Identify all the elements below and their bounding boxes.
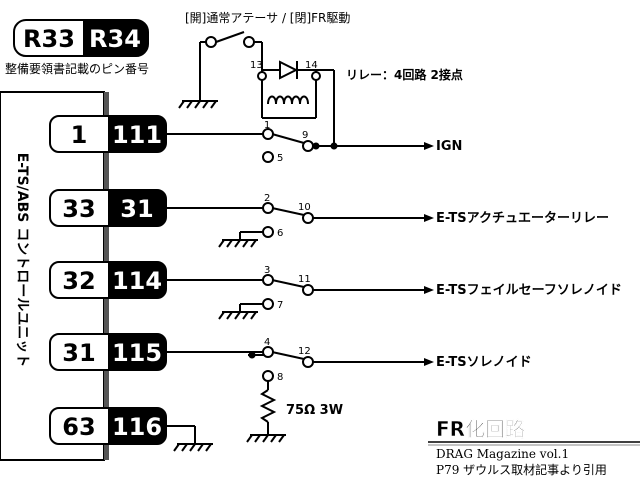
terminal-label-3: 3 <box>264 265 270 276</box>
relay-coil-icon <box>267 95 309 105</box>
switch-terminal <box>243 36 255 48</box>
footer-title: FR化回路 <box>436 417 526 441</box>
terminal-3 <box>262 274 274 286</box>
terminal-1 <box>262 128 274 140</box>
terminal-label-13: 13 <box>250 60 263 71</box>
pin-box-5: 63 116 <box>49 407 167 445</box>
pin-r34-116: 116 <box>112 413 162 441</box>
terminal-13 <box>257 71 267 81</box>
terminal-label-9: 9 <box>302 130 308 141</box>
diode-icon <box>279 60 299 80</box>
output-ign: IGN <box>436 139 462 154</box>
terminal-2 <box>262 202 274 214</box>
ground-icon <box>218 311 258 320</box>
output-ets-solenoid: E-TSソレノイド <box>436 355 532 370</box>
switch-terminal <box>205 36 217 48</box>
wires <box>166 31 424 444</box>
resistor-label: 75Ω 3W <box>286 403 343 418</box>
pin-r33-63: 63 <box>62 413 95 441</box>
terminal-label-6: 6 <box>277 228 283 239</box>
terminal-label-14: 14 <box>305 60 318 71</box>
control-unit-label: E-TS/ABS コントロールユニット <box>14 153 30 368</box>
pin-number-caption: 整備要領書記載のピン番号 <box>5 61 149 76</box>
relay-terminals <box>205 36 321 382</box>
ground-symbols <box>173 100 286 452</box>
terminal-label-5: 5 <box>277 153 283 164</box>
terminal-5 <box>262 151 274 163</box>
pin-r33-32: 32 <box>62 267 95 295</box>
badge-r34: R34 <box>89 25 141 53</box>
ground-icon <box>173 443 213 452</box>
terminal-label-1: 1 <box>264 120 270 131</box>
pin-r33-31: 31 <box>62 339 95 367</box>
terminal-6 <box>262 226 274 238</box>
terminal-10 <box>302 212 314 224</box>
terminal-label-2: 2 <box>264 193 270 204</box>
ground-icon <box>178 100 218 109</box>
ground-icon <box>246 434 286 443</box>
terminal-label-12: 12 <box>298 346 311 357</box>
output-ets-relay: E-TSアクチュエーターリレー <box>436 211 609 226</box>
terminal-11 <box>302 284 314 296</box>
ground-icon <box>218 239 258 248</box>
relay-caption: リレー：4回路 2接点 <box>346 67 463 82</box>
pin-r34-115: 115 <box>112 339 162 367</box>
footer-magazine: DRAG Magazine vol.1 <box>436 447 569 461</box>
junction-dots <box>248 142 338 359</box>
pin-box-2: 33 31 <box>49 189 167 227</box>
pin-box-3: 32 114 <box>49 261 167 299</box>
terminal-label-4: 4 <box>264 337 270 348</box>
pin-r34-114: 114 <box>112 267 162 295</box>
badge-r33: R33 <box>23 25 75 53</box>
output-ets-failsafe: E-TSフェイルセーフソレノイド <box>436 283 622 298</box>
terminal-12 <box>302 356 314 368</box>
pin-box-4: 31 115 <box>49 333 167 371</box>
footer-source: P79 ザウルス取材記事より引用 <box>436 462 607 477</box>
pin-r33-33: 33 <box>62 195 95 223</box>
output-arrows <box>424 142 434 366</box>
terminal-4 <box>262 346 274 358</box>
terminal-label-10: 10 <box>298 202 311 213</box>
terminal-label-11: 11 <box>298 274 311 285</box>
footer: FR化回路 DRAG Magazine vol.1 P79 ザウルス取材記事より… <box>428 417 640 477</box>
pin-r33-1: 1 <box>71 121 88 149</box>
pin-r34-111: 111 <box>112 121 162 149</box>
pin-box-1: 1 111 <box>49 115 167 153</box>
pin-r34-31: 31 <box>120 195 153 223</box>
r33-r34-badge: R33 R34 <box>13 19 149 57</box>
switch-caption: [開]通常アテーサ / [閉]FR駆動 <box>185 11 350 25</box>
terminal-14 <box>311 71 321 81</box>
terminal-label-7: 7 <box>277 300 283 311</box>
terminal-9 <box>302 140 314 152</box>
terminal-8 <box>262 370 274 382</box>
terminal-label-8: 8 <box>277 372 283 383</box>
terminal-7 <box>262 298 274 310</box>
